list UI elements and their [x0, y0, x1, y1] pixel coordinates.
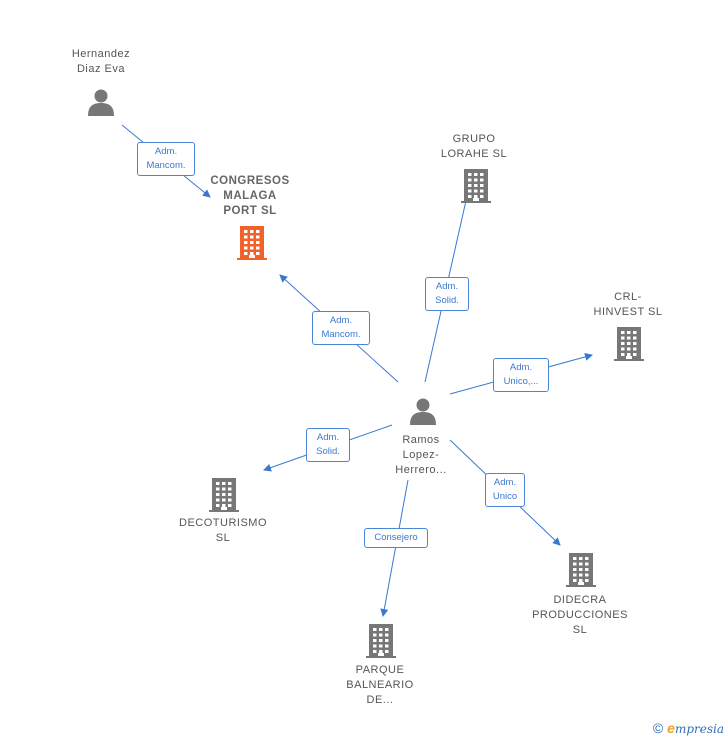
edge-badge-ramos-congresos[interactable]: Adm. Mancom.: [312, 311, 370, 345]
building-icon-congresos[interactable]: [236, 225, 268, 261]
node-label-congresos[interactable]: CONGRESOS MALAGA PORT SL: [210, 174, 290, 217]
edge-badge-ramos-didecra[interactable]: Adm. Unico: [485, 473, 525, 507]
footer-brand: © empresia: [653, 720, 724, 736]
edge-badge-ramos-parque[interactable]: Consejero: [364, 528, 428, 548]
building-icon-parque[interactable]: [365, 623, 397, 659]
node-label-hernandez[interactable]: Hernandez Diaz Eva: [71, 48, 131, 75]
edge-badge-ramos-crl[interactable]: Adm. Unico,...: [493, 358, 549, 392]
brand-logo-text: mpresia: [674, 722, 724, 736]
edge-badge-hernandez-congresos[interactable]: Adm. Mancom.: [137, 142, 195, 176]
building-icon-crl[interactable]: [613, 326, 645, 362]
node-label-didecra[interactable]: DIDECRA PRODUCCIONES SL: [532, 593, 628, 636]
person-icon-hernandez[interactable]: [86, 87, 116, 117]
edge-badge-ramos-grupo[interactable]: Adm. Solid.: [425, 277, 469, 311]
brand-logo-e: e: [667, 720, 675, 736]
building-icon-decoturismo[interactable]: [208, 477, 240, 513]
node-label-ramos[interactable]: Ramos Lopez- Herrero...: [395, 433, 447, 476]
node-label-parque[interactable]: PARQUE BALNEARIO DE...: [346, 663, 414, 706]
node-label-grupo[interactable]: GRUPO LORAHE SL: [440, 133, 508, 160]
person-icon-ramos[interactable]: [408, 396, 438, 426]
building-icon-didecra[interactable]: [565, 552, 597, 588]
node-label-crl[interactable]: CRL- HINVEST SL: [593, 291, 663, 318]
brand-logo[interactable]: empresia: [667, 720, 724, 736]
edge-badge-ramos-decoturismo[interactable]: Adm. Solid.: [306, 428, 350, 462]
edge-line-ramos-parque: [380, 479, 409, 617]
copyright-icon: ©: [652, 720, 664, 736]
node-label-decoturismo[interactable]: DECOTURISMO SL: [179, 517, 267, 544]
building-icon-grupo[interactable]: [460, 168, 492, 204]
